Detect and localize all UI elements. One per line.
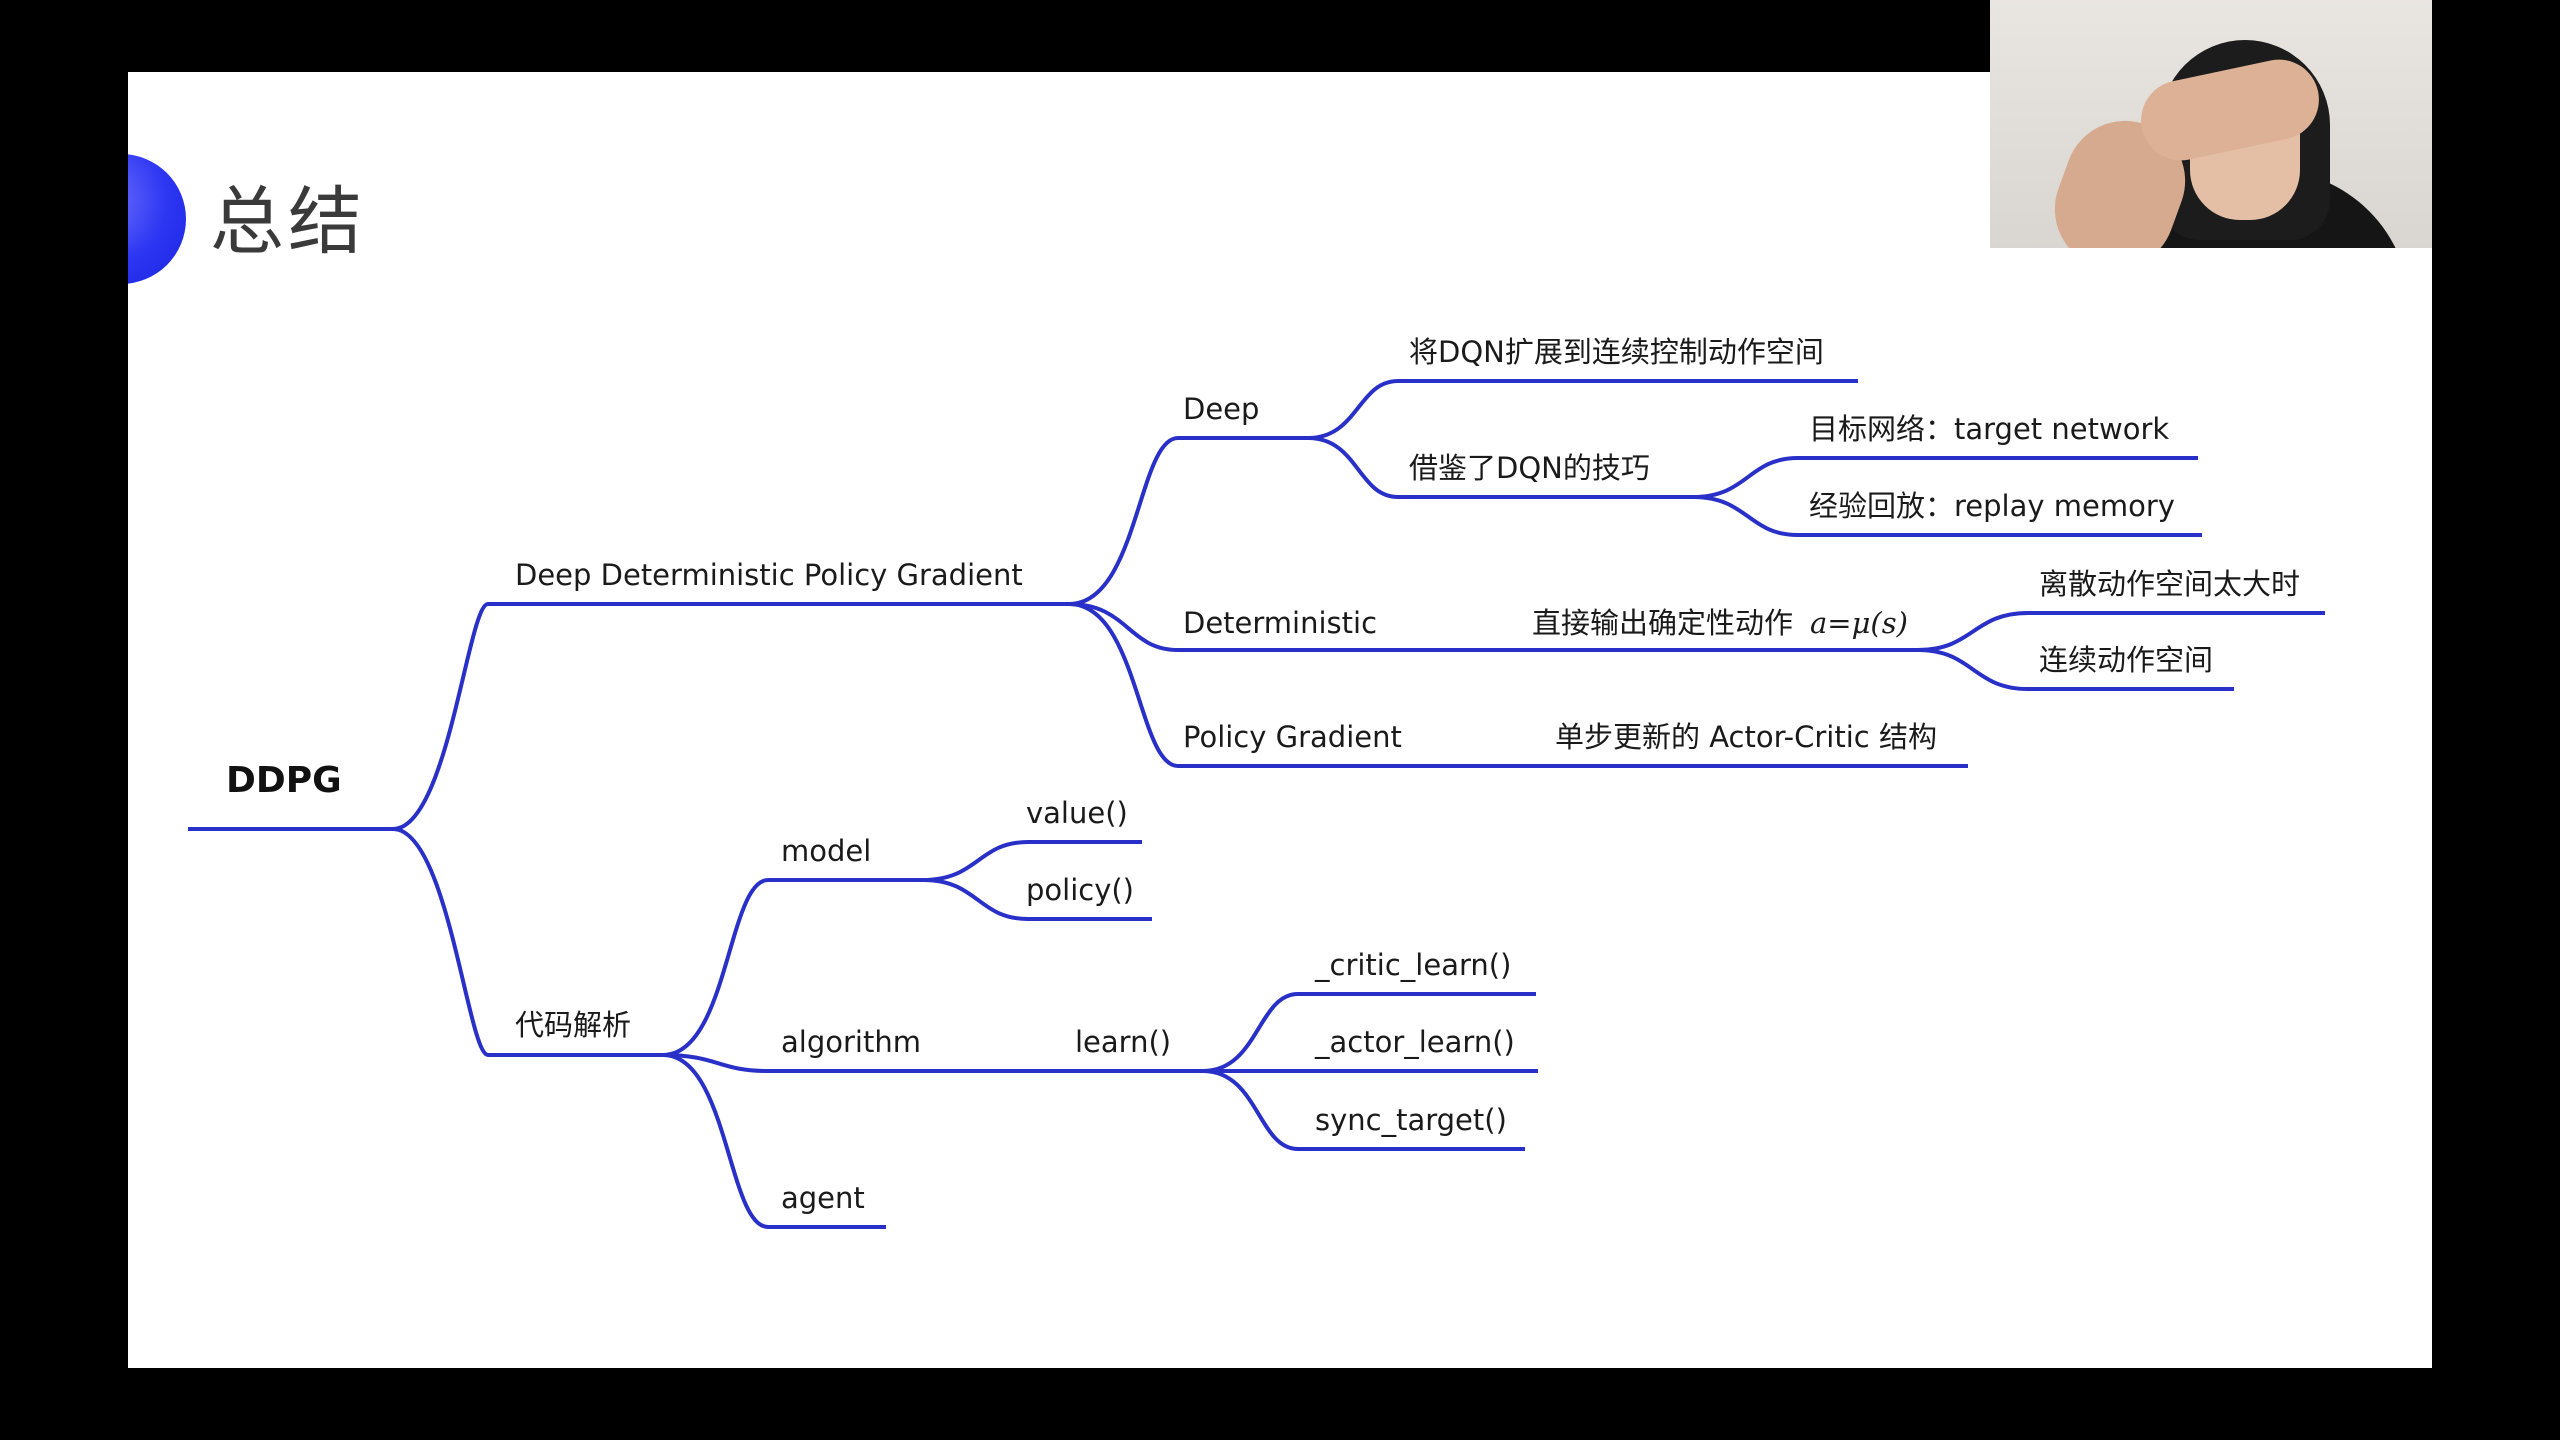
edge-ddpg-deep (1068, 436, 1308, 606)
node-trick2: 经验回放：replay memory (1809, 489, 2175, 523)
edge-learn-critic (1202, 992, 1536, 1073)
edge-ddpg-det (1068, 602, 1918, 652)
node-root: DDPG (226, 760, 342, 801)
node-det-formula: a=μ(s) (1810, 606, 1908, 640)
node-det-item1: 离散动作空间太大时 (2039, 567, 2300, 601)
node-algorithm: algorithm (781, 1025, 921, 1059)
node-deep-item1: 将DQN扩展到连续控制动作空间 (1409, 335, 1824, 369)
node-critic-learn: _critic_learn() (1314, 948, 1511, 982)
edge-code-model (662, 878, 923, 1057)
edge-det-item2 (1917, 648, 2234, 691)
node-pg-desc: 单步更新的 Actor-Critic 结构 (1555, 720, 1937, 754)
mindmap: DDPG Deep Deterministic Policy Gradient … (188, 335, 2325, 1229)
edge-model-policy (922, 878, 1152, 921)
edge-root-code (392, 827, 663, 1057)
webcam-overlay (1990, 0, 2432, 248)
edge-code-algo (662, 1053, 1203, 1073)
slide: 总结 DDPG Deep Deterministic Pol (128, 72, 2432, 1368)
edge-root-ddpg (392, 602, 1069, 831)
node-agent: agent (781, 1181, 865, 1215)
node-deep: Deep (1183, 392, 1259, 426)
node-deep-item2: 借鉴了DQN的技巧 (1409, 451, 1650, 485)
edge-item2-trick2 (1692, 495, 2202, 537)
node-deterministic: Deterministic (1183, 606, 1377, 640)
slide-title: 总结 (210, 179, 366, 265)
edge-code-agent (662, 1053, 886, 1229)
node-sync-target: sync_target() (1315, 1103, 1507, 1137)
edge-deep-item1 (1307, 379, 1858, 440)
node-value: value() (1026, 796, 1128, 830)
edge-ddpg-pg (1068, 602, 1968, 768)
node-policy-gradient: Policy Gradient (1183, 720, 1402, 754)
node-policy: policy() (1026, 873, 1134, 907)
node-model: model (781, 834, 871, 868)
node-actor-learn: _actor_learn() (1314, 1025, 1515, 1059)
edge-deep-item2 (1307, 436, 1693, 499)
edge-item2-trick1 (1692, 456, 2198, 499)
edge-learn-sync (1202, 1069, 1525, 1151)
edge-det-item1 (1917, 611, 2325, 652)
edge-model-value (922, 840, 1142, 882)
node-learn: learn() (1075, 1025, 1171, 1059)
node-code: 代码解析 (515, 1008, 631, 1042)
node-ddpg-full: Deep Deterministic Policy Gradient (515, 558, 1023, 592)
node-det-desc: 直接输出确定性动作 (1532, 606, 1793, 640)
node-trick1: 目标网络：target network (1809, 412, 2169, 446)
node-det-item2: 连续动作空间 (2039, 643, 2213, 677)
